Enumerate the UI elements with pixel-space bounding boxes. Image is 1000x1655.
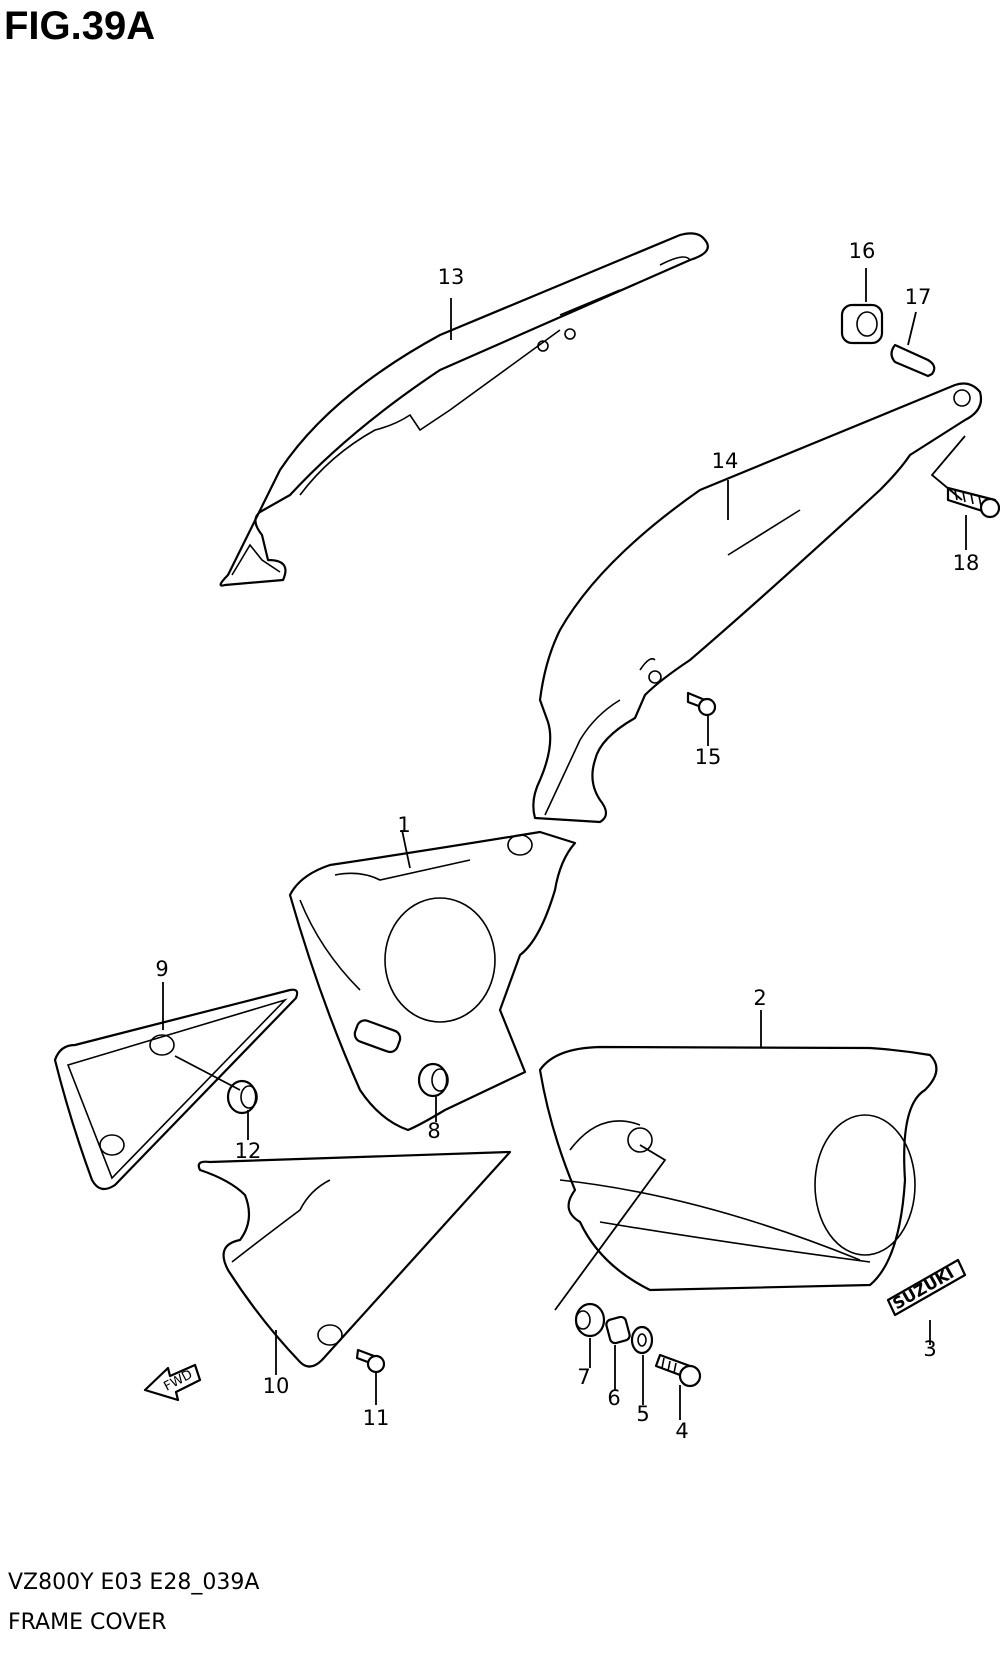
callout-16: 16 <box>849 239 876 263</box>
part-4-bolt <box>654 1353 702 1388</box>
callout-7: 7 <box>577 1365 590 1389</box>
figure-code: VZ800Y E03 E28_039A <box>8 1570 260 1595</box>
part-12-grommet <box>226 1079 258 1115</box>
leader-lines <box>162 268 967 1420</box>
figure-name: FRAME COVER <box>8 1610 167 1635</box>
part-18-bolt <box>946 486 1000 519</box>
callout-6: 6 <box>607 1386 620 1410</box>
callout-1: 1 <box>397 813 410 837</box>
callout-8: 8 <box>427 1119 440 1143</box>
part-13-frame-cover-upper <box>219 232 709 587</box>
callout-10: 10 <box>263 1374 290 1398</box>
callout-9: 9 <box>155 957 168 981</box>
callout-13: 13 <box>438 265 465 289</box>
callout-15: 15 <box>695 745 722 769</box>
callout-18: 18 <box>953 551 980 575</box>
callout-14: 14 <box>712 449 739 473</box>
callout-3: 3 <box>923 1337 936 1361</box>
part-2-frame-cover-main <box>538 1045 938 1292</box>
part-10-side-cover <box>197 1150 512 1368</box>
callout-4: 4 <box>675 1419 688 1443</box>
fwd-arrow: FWD <box>143 1363 202 1402</box>
part-5-washer <box>630 1325 654 1355</box>
callout-12: 12 <box>235 1139 262 1163</box>
part-16-collar <box>840 303 884 345</box>
callout-2: 2 <box>753 986 766 1010</box>
part-8-grommet <box>417 1062 449 1098</box>
callout-17: 17 <box>905 285 932 309</box>
part-6-collar <box>605 1315 631 1345</box>
part-15-screw <box>686 691 717 717</box>
part-3-suzuki-emblem: SUZUKI <box>886 1258 967 1317</box>
callout-5: 5 <box>636 1402 649 1426</box>
emblem-text: SUZUKI <box>889 1263 957 1313</box>
callout-11: 11 <box>363 1406 390 1430</box>
part-7-grommet <box>574 1302 606 1338</box>
part-17-spacer <box>890 343 936 378</box>
part-14-frame-cover-lower <box>532 382 983 824</box>
part-9-side-panel <box>53 988 299 1191</box>
part-1-bracket <box>288 830 577 1132</box>
figure-title: FIG.39A <box>4 4 156 48</box>
part-11-screw <box>355 1348 386 1374</box>
